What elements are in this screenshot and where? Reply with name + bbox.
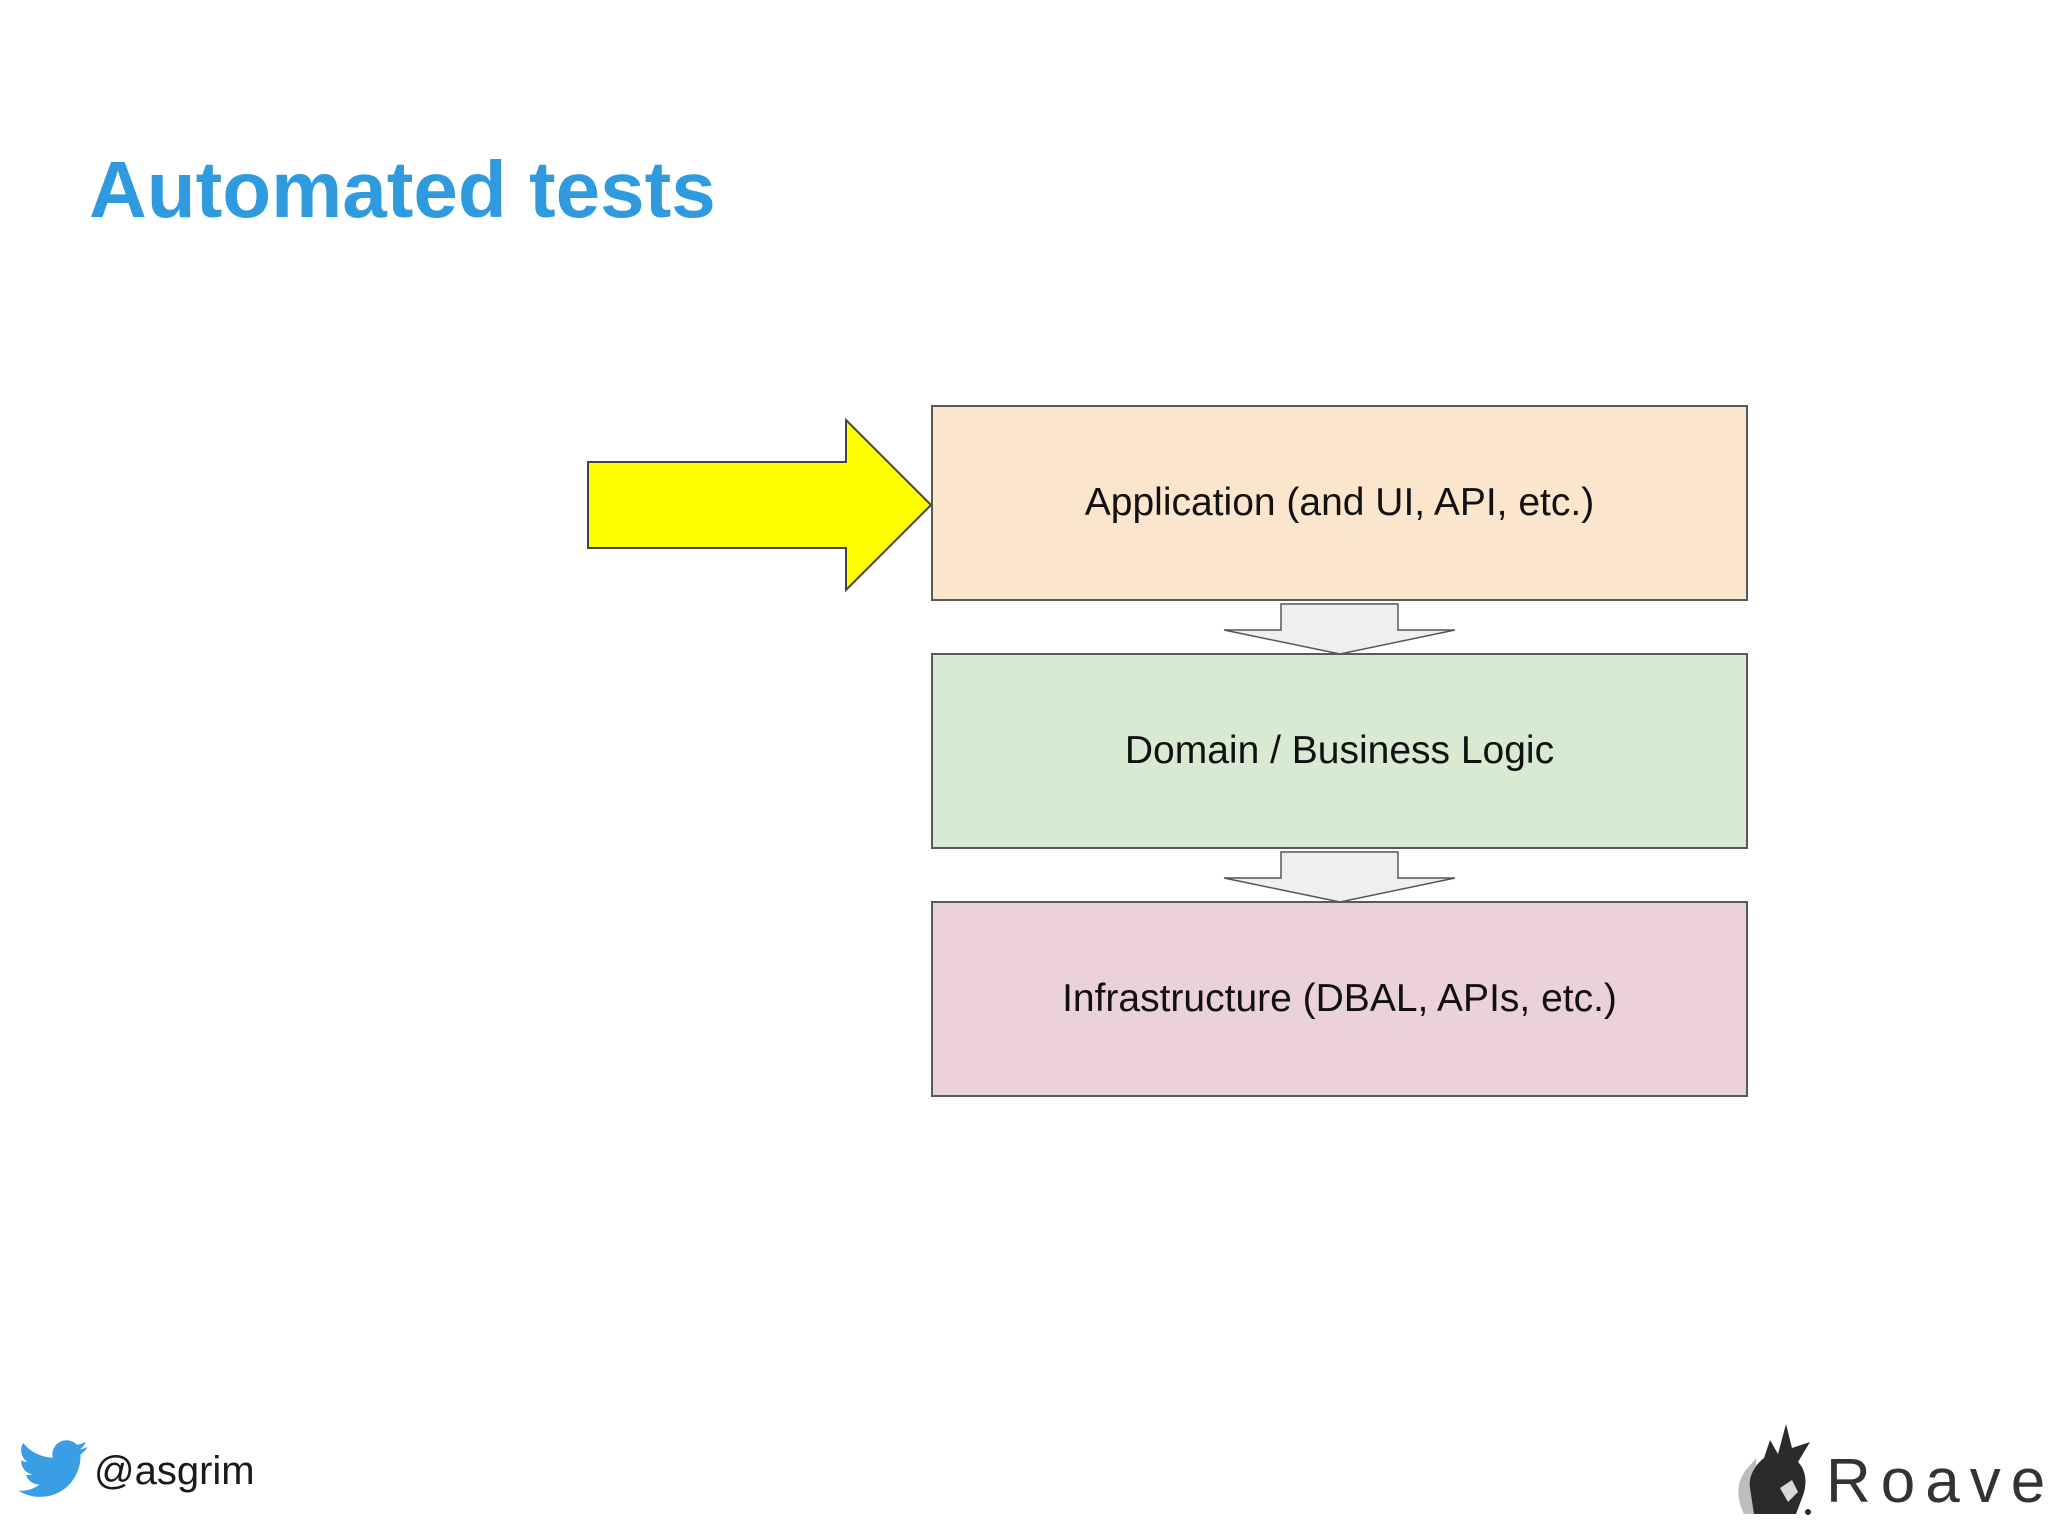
- infrastructure-layer-box: Infrastructure (DBAL, APIs, etc.): [931, 901, 1748, 1097]
- domain-layer-box: Domain / Business Logic: [931, 653, 1748, 849]
- domain-layer-label: Domain / Business Logic: [1124, 729, 1555, 772]
- infrastructure-layer-label: Infrastructure (DBAL, APIs, etc.): [1062, 977, 1617, 1020]
- application-layer-label: Application (and UI, API, etc.): [1084, 481, 1595, 524]
- roave-logo: Roave: [1736, 1418, 2048, 1523]
- application-layer-box: Application (and UI, API, etc.): [931, 405, 1748, 601]
- twitter-bird-icon: [18, 1440, 88, 1503]
- twitter-handle-text: @asgrim: [94, 1449, 255, 1493]
- flow-arrow-domain-to-infrastructure: [1223, 851, 1456, 903]
- pointer-arrow: [587, 417, 933, 593]
- roave-logo-text: Roave: [1826, 1447, 2048, 1516]
- roave-wolf-icon: [1736, 1418, 1820, 1523]
- footer-twitter-handle: @asgrim: [18, 1440, 255, 1503]
- slide-title: Automated tests: [89, 145, 716, 234]
- flow-arrow-application-to-domain: [1223, 603, 1456, 655]
